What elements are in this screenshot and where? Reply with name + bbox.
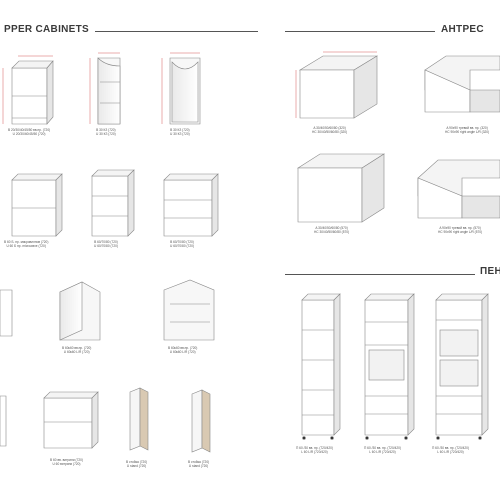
caption-p1: П 60 /30 вв. пр. (720/420)L 60 L/R (720/… [296,446,333,454]
tall-cabinet-p3 [435,293,489,440]
caption-p3: П 60 /30 вв. пр. (720/420)L 60 L/R (720/… [432,446,469,454]
stand-c10 [129,387,149,451]
cabinet-c6-open-shelves [163,173,219,237]
caption-a4: A 90x90 тревий вв. пр. (570)HC 90x90 rig… [438,226,483,234]
caption-a2: A 90x90 тревий вв. пр. (320)HC 90x90 rig… [445,126,490,134]
caption-c2: В 30 КЗ (720)U 30 КЗ (720) [96,128,116,136]
antresol-a3-box-tall [296,153,386,223]
cabinet-c1-open-shelf [2,55,54,125]
stand-c11 [191,389,211,453]
caption-c11: В стойка (720)U stand (720) [188,460,210,468]
caption-c10: В стойка (720)U stand (720) [126,460,148,468]
antresol-a1-box [295,51,379,119]
cabinet-c3-curved-side [161,52,201,125]
section-title-antresoli: АНТРЕС [441,24,484,35]
antresol-a4-corner-box-tall [417,159,500,219]
caption-c1: В 20/30/40/45/50 вв.пр. (720)U 20/30/40/… [8,128,51,136]
section-title-upper-cabinets: PPER CABINETS [4,24,90,35]
caption-c9: В 60 вв. витрини (720)U 60 витрини (720) [50,458,83,466]
section-rule-upper-cabinets [95,31,258,32]
caption-c6: В 60/70/80 (720)U 60/70/80 (720) [170,240,194,248]
cabinet-c-partial-left-bottom [0,395,7,447]
cabinet-c9-display [43,391,99,449]
tall-cabinet-p2 [364,293,415,440]
caption-c4: В 60 Б. пр. микровилнов (720)U 60 Б пр. … [4,240,49,248]
caption-c7: В 60к60 вв.пр. (720)U 60к60 L/R (720) [62,346,92,354]
cabinet-c7-corner [59,281,101,341]
caption-c5: В 60/70/80 (720)U 60/70/80 (720) [94,240,118,248]
caption-c3: В 30 КЗ (720)U 30 КЗ (720) [170,128,190,136]
caption-a3: A 30/40/50/60/80 (570)HC 30/40/50/60/80 … [314,226,350,234]
cabinet-c4-microwave [11,173,63,237]
cabinet-c-partial-left [0,289,13,337]
caption-c8: В 60к60 вв.пр. (720)U 60к60 L/R (720) [168,346,198,354]
cabinet-c5-open-shelves [91,169,135,237]
antresol-a2-corner-box [424,55,500,113]
section-rule-penali [285,274,475,275]
tall-cabinet-p1 [301,293,341,440]
section-title-penali: ПЕН [480,266,500,277]
caption-p2: П 60 /30 вв. пр. (720/420)L 60 L/R (720/… [364,446,401,454]
caption-a1: A 30/40/50/60/80 (320)HC 30/40/50/60/80 … [312,126,348,134]
cabinet-c2-rounded-end [89,52,121,125]
section-rule-antresoli [285,31,435,32]
cabinet-c8-corner-shelves [163,279,215,341]
